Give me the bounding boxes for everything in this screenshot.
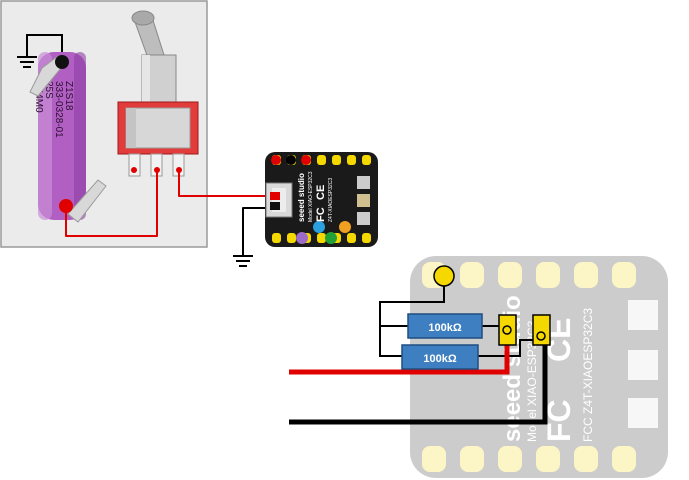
toggle-switch — [117, 10, 199, 177]
battery-print-line-2: 25S — [43, 81, 54, 99]
adc-pad-a0 — [498, 314, 517, 346]
board-small-model: Model XIAO-ESP32C3 — [308, 171, 314, 222]
battery-cell: 333-0328-01 25S 2K4M0 Z1S18 — [33, 52, 86, 220]
wire-switch-to-board — [178, 170, 272, 197]
pin-marker-orange — [339, 221, 351, 233]
wire-battery-positive — [289, 340, 510, 375]
resistor-r2: 100kΩ — [401, 344, 479, 370]
battery-tab-bottom — [67, 179, 107, 223]
resistor-r1-label: 100kΩ — [428, 322, 461, 334]
board-button-c — [357, 212, 370, 225]
wire-vcc-tap — [379, 278, 445, 357]
pin-marker-red-star — [271, 155, 281, 165]
resistor-r2-label: 100kΩ — [423, 353, 456, 365]
battery-negative-terminal — [55, 55, 69, 69]
wires-top — [65, 170, 275, 256]
board-small-ce: CE — [315, 185, 327, 200]
adc-pad-a1 — [532, 314, 551, 346]
board-small-fcc: FC — [315, 207, 327, 222]
battery-print-line-3: 2K4M0 — [33, 81, 44, 113]
battery-print-line-1: 333-0328-01 — [53, 81, 64, 138]
board-large-model: Model XIAO-ESP32C3 — [525, 320, 539, 442]
pin-marker-green — [325, 232, 337, 244]
resistor-r1: 100kΩ — [407, 313, 483, 339]
wire-battery-to-switch — [65, 170, 158, 237]
pin-marker-black — [286, 155, 296, 165]
vcc-pad — [433, 265, 455, 287]
pin-marker-purple — [296, 232, 308, 244]
pin-marker-blue — [313, 221, 325, 233]
board-button-b — [357, 194, 370, 207]
voltage-divider — [289, 278, 548, 425]
board-small-brand: seeed studio — [297, 173, 306, 222]
wire-battery-negative — [289, 340, 548, 425]
wire-board-ground — [242, 207, 275, 256]
battery-print-line-4: Z1S18 — [63, 81, 74, 111]
board-large-id: FCC Z4T-XIAOESP32C3 — [581, 308, 595, 442]
switch-pin-1 — [128, 153, 141, 177]
ground-symbol-board — [233, 255, 253, 267]
wire-r2-out — [478, 339, 541, 357]
battery-switch-panel: 333-0328-01 25S 2K4M0 Z1S18 — [0, 0, 208, 248]
ground-symbol-battery — [17, 34, 63, 68]
pin-marker-red — [301, 155, 311, 165]
board-button-a — [357, 176, 370, 189]
board-small-id: Z4T-XIAOESP32C3 — [328, 178, 334, 222]
xiao-board-small: seeed studio Model XIAO-ESP32C3 FC CE Z4… — [265, 152, 378, 247]
